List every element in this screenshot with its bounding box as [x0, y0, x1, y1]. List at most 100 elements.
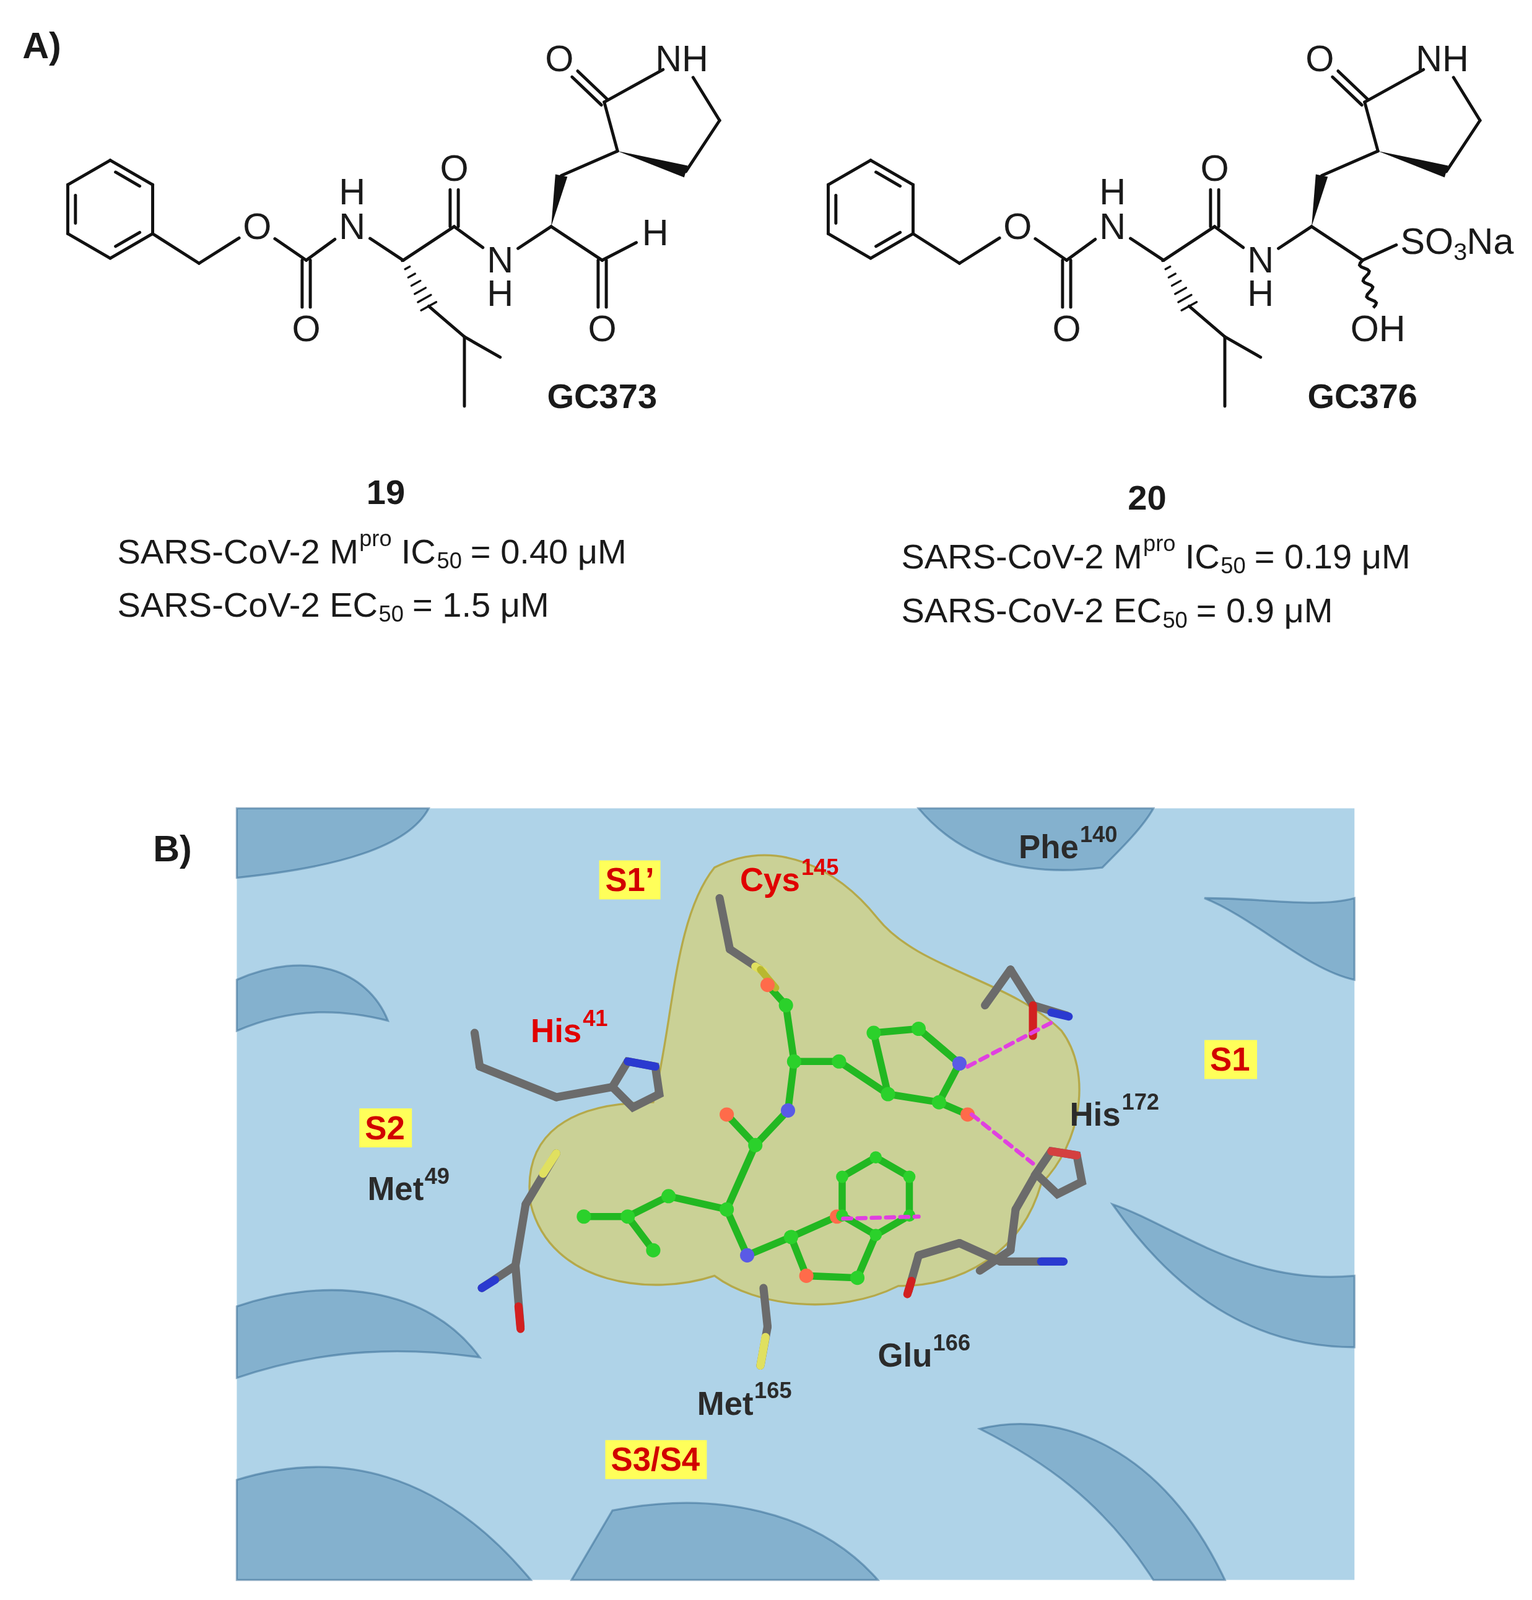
- bond-line: [403, 226, 454, 261]
- subsite-tag: S1’: [599, 860, 661, 900]
- ligand-atom: [780, 1103, 796, 1118]
- bond-line: [1163, 226, 1215, 261]
- residue-stick: [763, 1288, 768, 1328]
- atom-label: N: [486, 242, 514, 279]
- activity-value: = 1.5 μM: [412, 587, 550, 622]
- ligand-atom: [739, 1248, 755, 1263]
- bond-line: [1224, 336, 1261, 358]
- protein-ribbon: [1204, 898, 1355, 981]
- subscript: 50: [436, 549, 462, 573]
- atom-label: O: [242, 208, 272, 245]
- histidine-ring: [1035, 1151, 1082, 1194]
- bond-line: [551, 226, 602, 261]
- ligand-atom: [931, 1095, 947, 1110]
- residue-stick: [556, 1086, 613, 1097]
- double-bond: [1332, 76, 1362, 105]
- benzene-ring: [115, 172, 140, 187]
- bond-line: [686, 120, 720, 171]
- ligand-atom: [831, 1054, 846, 1069]
- activity-text: IC: [401, 533, 436, 569]
- subsite-label: S3/S4: [611, 1440, 701, 1478]
- benzene-ring: [876, 172, 901, 187]
- subsite-label: S2: [364, 1109, 405, 1147]
- subscript: 50: [1220, 555, 1246, 578]
- subsite-tag: S2: [358, 1108, 411, 1148]
- protein-ribbon: [236, 1466, 531, 1580]
- subsite-label: S1: [1209, 1040, 1251, 1078]
- wedge-bond: [551, 174, 568, 227]
- protein-surface: [236, 808, 1355, 1580]
- bond-line: [692, 77, 720, 121]
- nitrogen-atom: [1051, 1151, 1077, 1156]
- activity-text: SARS-CoV-2 EC: [900, 593, 1162, 628]
- residue-number: 172: [1121, 1091, 1160, 1114]
- wavy-bond: [1359, 260, 1376, 308]
- ligand-atom: [799, 1268, 814, 1284]
- ligand-atom: [783, 1229, 799, 1245]
- atom-label: N: [1099, 208, 1126, 245]
- ligand-atom: [620, 1209, 635, 1224]
- double-bond: [1069, 260, 1073, 308]
- subsite-label: S1’: [604, 861, 654, 898]
- bond-line: [1364, 69, 1424, 102]
- bond-line: [1446, 120, 1480, 171]
- residue-stick: [474, 1032, 480, 1067]
- activity-value: = 0.9 μM: [1196, 593, 1334, 628]
- protein-ribbon: [571, 1502, 878, 1580]
- atom-label: H: [338, 173, 366, 210]
- wedge-bond: [1311, 174, 1328, 227]
- subscript: 50: [378, 603, 404, 626]
- activity-text: IC: [1185, 538, 1220, 574]
- bond-line: [463, 336, 467, 407]
- atom-label: OH: [1350, 310, 1406, 347]
- ligand-atom: [911, 1021, 926, 1036]
- residue-stick: [1015, 1174, 1036, 1210]
- double-bond: [1217, 190, 1221, 227]
- residue-sticks: [474, 898, 1082, 1367]
- nitrogen-atom: [1040, 1257, 1064, 1266]
- bond-line: [913, 233, 960, 264]
- residue-number: 165: [754, 1380, 793, 1403]
- residue-label: His: [1069, 1098, 1121, 1132]
- ligand-bond: [790, 1216, 837, 1238]
- compound-name: GC376: [1307, 378, 1418, 414]
- bond-line: [561, 151, 619, 176]
- activity-value: = 0.40 μM: [470, 533, 627, 569]
- hashed-bond: [414, 287, 427, 295]
- ligand-bond: [873, 1032, 888, 1095]
- bond-line: [1222, 336, 1227, 407]
- hashed-bond: [408, 273, 415, 278]
- bond-line: [198, 237, 240, 264]
- residue-label: Cys: [739, 863, 801, 897]
- protein-ribbon: [1112, 1204, 1355, 1348]
- double-bond: [604, 260, 609, 308]
- benzene-ring: [827, 233, 871, 259]
- residue-stick: [1010, 969, 1033, 1006]
- benzene-ring: [151, 184, 155, 234]
- double-bond: [596, 260, 600, 308]
- ligand-atom: [850, 1270, 865, 1285]
- bond-line: [1364, 102, 1378, 152]
- ligand-bond: [787, 1061, 794, 1111]
- ligand-bond: [806, 1275, 858, 1278]
- atom-label: O: [1052, 310, 1081, 347]
- bond-line: [1188, 305, 1225, 337]
- activity-value: = 0.19 μM: [1254, 538, 1411, 574]
- atom-label: Na: [1466, 223, 1515, 261]
- atom-label: O: [1305, 40, 1334, 78]
- atom-label: H: [1247, 275, 1274, 313]
- residue-label: Glu: [878, 1339, 933, 1373]
- bond-line: [370, 238, 404, 261]
- nitrogen-atom: [481, 1279, 495, 1289]
- hydrogen-bond: [842, 1216, 919, 1219]
- hashed-bond: [417, 294, 431, 303]
- residue-stick: [760, 1327, 768, 1367]
- superscript: pro: [1143, 532, 1176, 555]
- residue-number: 49: [424, 1165, 450, 1188]
- atom-label: O: [587, 310, 617, 347]
- atom-label: H: [642, 214, 669, 251]
- ligand-atom: [835, 1170, 849, 1184]
- atom-label: NH: [655, 40, 709, 78]
- residue-stick: [515, 1204, 526, 1266]
